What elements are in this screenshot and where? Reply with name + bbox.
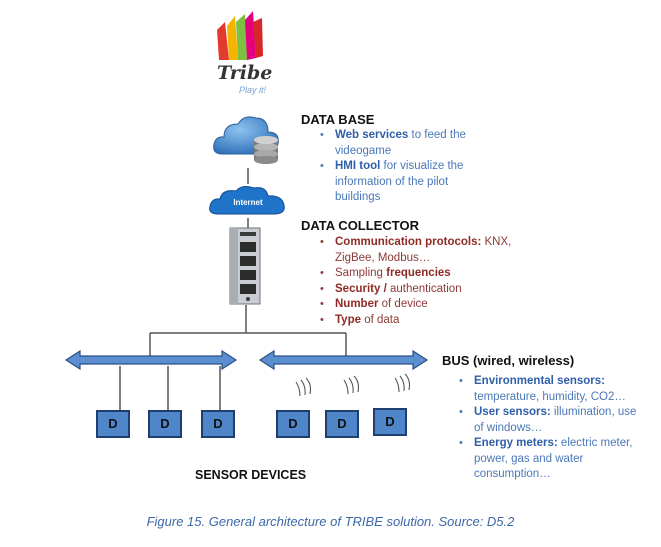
- sensor-device-3: D: [201, 410, 235, 438]
- bus-list: •Environmental sensors: temperature, hum…: [454, 374, 644, 483]
- wireless-signal-icon: [295, 373, 411, 397]
- database-list: •Web services to feed the videogame •HMI…: [315, 128, 495, 206]
- collector-item: •Security / authentication: [320, 282, 462, 295]
- database-title: DATA BASE: [301, 112, 375, 127]
- collector-item: •Sampling frequencies: [320, 267, 451, 279]
- bus-arrow-wired: [64, 349, 238, 371]
- sensor-device-1: D: [96, 410, 130, 438]
- sensor-device-5: D: [325, 410, 359, 438]
- database-server-icon: [212, 110, 284, 168]
- bus-arrow-wireless: [258, 349, 429, 371]
- bus-title: BUS (wired, wireless): [442, 353, 575, 368]
- data-collector-device-icon: [226, 226, 266, 306]
- internet-label: Internet: [233, 198, 263, 207]
- database-item: •Web services to feed the videogame: [320, 129, 466, 157]
- sensor-devices-label: SENSOR DEVICES: [195, 468, 307, 482]
- logo-name: Tribe: [217, 62, 273, 84]
- collector-item: •Communication protocols: KNX, ZigBee, M…: [320, 236, 512, 264]
- internet-cloud-icon: [209, 186, 285, 215]
- logo-tagline: Play it!: [239, 85, 267, 95]
- sensor-device-4: D: [276, 410, 310, 438]
- sensor-device-2: D: [148, 410, 182, 438]
- database-item: •HMI tool for visualize the information …: [320, 160, 464, 203]
- bus-item: •Energy meters: electric meter, power, g…: [459, 437, 633, 480]
- internet-cloud: Internet: [208, 184, 288, 220]
- bus-item: •User sensors: illumination, use of wind…: [459, 406, 637, 434]
- collector-item: •Type of data: [320, 313, 400, 326]
- logo-mark-icon: [217, 11, 263, 60]
- bus-item: •Environmental sensors: temperature, hum…: [459, 375, 626, 403]
- tribe-logo: Tribe Play it!: [205, 8, 285, 98]
- figure-caption: Figure 15. General architecture of TRIBE…: [146, 514, 515, 529]
- sensor-device-6: D: [373, 408, 407, 436]
- collector-item: •Number of device: [320, 298, 428, 310]
- collector-list: •Communication protocols: KNX, ZigBee, M…: [315, 235, 515, 328]
- collector-title: DATA COLLECTOR: [301, 218, 419, 233]
